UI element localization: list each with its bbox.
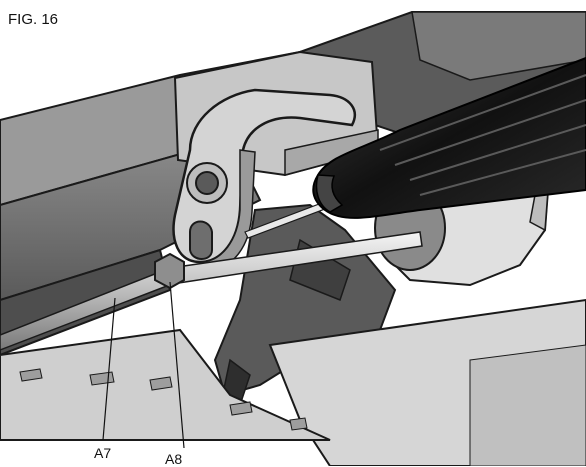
lever-bracket <box>172 88 356 264</box>
pivot-hole <box>195 171 219 195</box>
hex-nut <box>154 252 185 290</box>
upper-housing-ridge <box>411 11 586 81</box>
screwdriver-grip-lines <box>379 74 586 196</box>
base-teeth <box>19 368 308 431</box>
base-right-shade <box>469 344 586 466</box>
screwdriver-ferrule <box>315 174 344 213</box>
screwdriver-handle <box>312 56 586 219</box>
leader-a7 <box>102 297 116 441</box>
leader-a8 <box>169 281 185 449</box>
figure-title: FIG. 16 <box>8 11 59 28</box>
lower-slot <box>189 220 213 260</box>
callout-label-a8: A8 <box>165 451 183 467</box>
callout-label-a7: A7 <box>94 445 112 461</box>
